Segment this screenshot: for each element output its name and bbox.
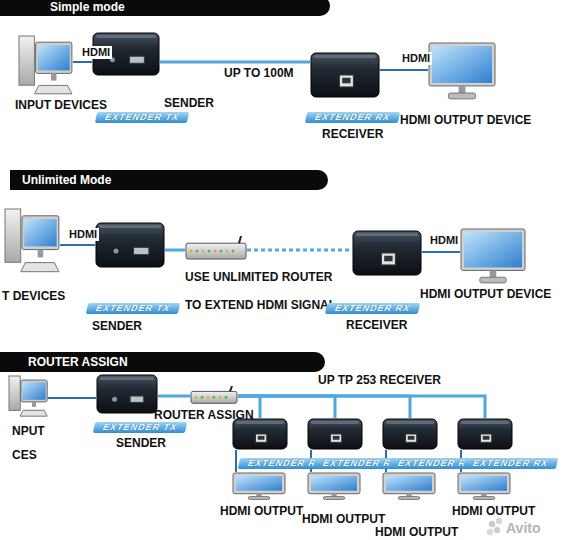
- router-device: ROUTER ASSIGN: [190, 386, 238, 404]
- device-caption: HDMI OUTPUT DEVICE: [420, 287, 551, 301]
- network-cable: [238, 396, 485, 418]
- cable-label: HDMI: [80, 46, 112, 59]
- mon-icon: [428, 42, 496, 100]
- device-caption: NPUT CES: [12, 419, 54, 467]
- network-cable: [160, 61, 310, 64]
- watermark-logo: [487, 529, 493, 535]
- mode-title: Unlimited Mode: [22, 172, 111, 188]
- hdmi-cable: [235, 450, 237, 472]
- mode-title: Simple mode: [50, 0, 125, 15]
- hdmi-cable: [73, 61, 92, 63]
- router-icon: [185, 236, 247, 260]
- network-cable: [165, 249, 185, 252]
- hdmi-cable: [380, 69, 428, 71]
- device-caption: HDMI OUTPUT: [220, 504, 303, 518]
- band-icon: [0, 0, 330, 16]
- device-caption: HDMI OUTPUT DEVICE: [400, 113, 531, 127]
- router-icon: [190, 386, 238, 404]
- watermark: Avito: [506, 520, 540, 536]
- mon-device: HDMI OUTPUT DEVICE: [460, 228, 526, 284]
- rx-device: EXTENDER RX: [232, 418, 288, 450]
- pc-icon: [4, 208, 60, 273]
- mon-device: HDMI OUTPUT: [232, 472, 286, 500]
- pc-icon: [8, 375, 48, 417]
- watermark-logo: [494, 527, 500, 533]
- mode-header-band: ROUTER ASSIGN: [0, 352, 325, 372]
- cable-label: HDMI: [400, 52, 432, 65]
- hdmi-cable: [60, 244, 95, 246]
- device-caption: HDMI OUTPUT: [452, 504, 535, 518]
- watermark-logo: [496, 518, 502, 524]
- cable-label: HDMI: [428, 234, 460, 247]
- mon-icon: [457, 472, 511, 500]
- network-cable: [238, 396, 410, 418]
- mon-icon: [307, 472, 361, 500]
- pc-icon: [18, 35, 73, 95]
- mode-header-band: Simple mode: [0, 0, 330, 16]
- mode-header-band: Unlimited Mode: [10, 170, 328, 190]
- rx-icon: [352, 230, 422, 276]
- device-caption: RECEIVER: [322, 127, 383, 141]
- cable-label: UP TO 100M: [222, 67, 296, 80]
- router-device: USE UNLIMITED ROUTER TO EXTEND HDMI SIGN…: [185, 236, 247, 260]
- device-caption: SENDER: [116, 436, 166, 450]
- model-tag: EXTENDER TX: [95, 112, 189, 123]
- rx-device: EXTENDER RXRECEIVER: [310, 52, 380, 98]
- mon-icon: [382, 472, 436, 500]
- rx-icon: [232, 418, 288, 450]
- watermark-logo: [489, 521, 495, 527]
- model-tag: EXTENDER RX: [305, 112, 400, 123]
- tx-icon: [95, 222, 165, 268]
- model-tag: EXTENDER TX: [93, 422, 187, 433]
- mon-device: HDMI OUTPUT: [307, 472, 361, 500]
- mode-title: ROUTER ASSIGN: [28, 354, 128, 370]
- rx-device: EXTENDER RX: [457, 418, 513, 450]
- mon-device: HDMI OUTPUT: [382, 472, 436, 500]
- device-caption: SENDER: [164, 96, 214, 110]
- model-tag: EXTENDER TX: [86, 303, 180, 314]
- pc-device: NPUT CES: [8, 375, 48, 417]
- pc-device: T DEVICES: [4, 208, 60, 273]
- rx-device: EXTENDER RXRECEIVER: [352, 230, 422, 276]
- model-tag: EXTENDER RX: [325, 303, 420, 314]
- rx-icon: [382, 418, 438, 450]
- mon-icon: [232, 472, 286, 500]
- device-caption: T DEVICES: [2, 289, 65, 303]
- rx-device: EXTENDER RX: [382, 418, 438, 450]
- rx-icon: [457, 418, 513, 450]
- note-label: UP TP 253 RECEIVER: [318, 373, 441, 387]
- device-caption: HDMI OUTPUT: [375, 525, 458, 539]
- cable-label: HDMI: [67, 228, 99, 241]
- mon-device: HDMI OUTPUT DEVICE: [428, 42, 496, 100]
- rx-icon: [307, 418, 363, 450]
- device-caption: RECEIVER: [346, 318, 407, 332]
- mon-icon: [460, 228, 526, 284]
- device-caption: HDMI OUTPUT: [302, 512, 385, 526]
- tx-icon: [96, 374, 158, 414]
- network-cable: [247, 249, 352, 252]
- rx-icon: [310, 52, 380, 98]
- tx-device: EXTENDER TXSENDER: [96, 374, 158, 414]
- network-cable: [158, 395, 190, 398]
- pc-device: INPUT DEVICES: [18, 35, 73, 95]
- mon-device: HDMI OUTPUT: [457, 472, 511, 500]
- tx-device: EXTENDER TXSENDER: [95, 222, 165, 268]
- device-caption: INPUT DEVICES: [15, 98, 107, 112]
- rx-device: EXTENDER RX: [307, 418, 363, 450]
- hdmi-cable: [48, 397, 96, 399]
- hdmi-cable: [422, 251, 460, 253]
- device-caption: SENDER: [92, 319, 142, 333]
- model-tag: EXTENDER RX: [463, 458, 558, 469]
